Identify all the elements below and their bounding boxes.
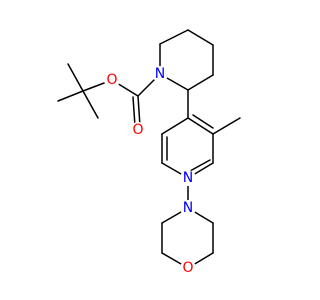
atom-o-morpholine: O xyxy=(180,260,196,276)
bond xyxy=(67,63,84,92)
bond xyxy=(132,96,136,127)
atom-label: N xyxy=(155,66,165,82)
atom-o-carbonyl: O xyxy=(130,122,146,138)
bond xyxy=(82,90,99,119)
atom-n-morpholine: N xyxy=(180,200,196,216)
atom-label: O xyxy=(132,122,143,138)
atom-n-piperidine: N xyxy=(152,66,168,82)
bond xyxy=(192,114,214,129)
bond xyxy=(189,159,211,172)
molecule-structure: O O N N N O xyxy=(57,29,241,276)
bond xyxy=(161,117,189,135)
atom-label: N xyxy=(183,170,193,186)
bond xyxy=(212,117,241,135)
bond xyxy=(187,74,214,91)
bond xyxy=(187,117,214,135)
bond xyxy=(137,95,141,127)
atom-label: O xyxy=(106,72,117,88)
bond xyxy=(159,29,189,45)
bond xyxy=(187,29,214,46)
atom-label: O xyxy=(182,260,193,276)
atom-o-ester: O xyxy=(104,72,120,88)
atom-n-pyridine: N xyxy=(180,170,196,186)
atom-label: N xyxy=(183,200,193,216)
bond xyxy=(57,90,84,102)
